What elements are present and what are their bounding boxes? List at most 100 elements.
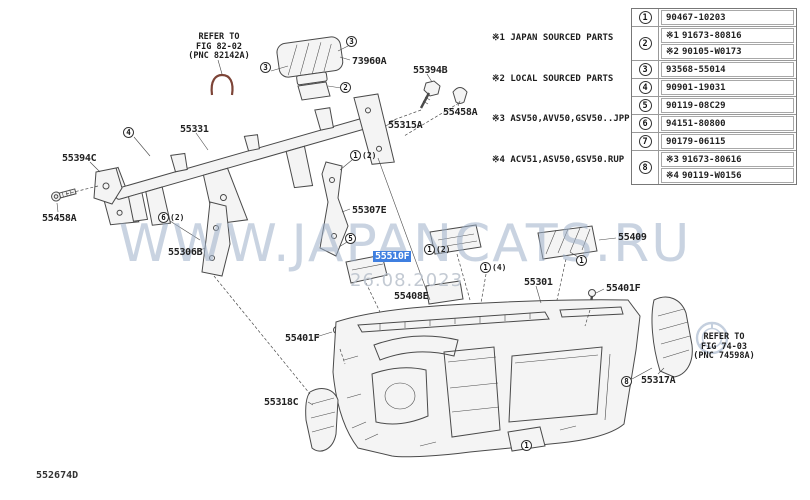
callout-number: 1 xyxy=(576,255,587,266)
legend-row: 7 90179-06115 xyxy=(632,132,796,150)
callout-qty: (4) xyxy=(492,263,507,272)
legend-number-cell: 1 xyxy=(632,9,659,26)
callout-1-d: 1 xyxy=(576,255,588,266)
callout-qty: (2) xyxy=(436,245,451,254)
callout-number: 1 xyxy=(521,440,532,451)
callout-1-e: 1 xyxy=(521,440,533,451)
callout-number: 1 xyxy=(424,244,435,255)
bolt-55394b-drawing xyxy=(419,80,441,109)
part-label-55408e[interactable]: 55408E xyxy=(394,291,429,302)
callout-1-c: 1(4) xyxy=(480,262,506,273)
legend-part-number: 90467-10203 xyxy=(661,10,794,25)
callout-number: 1 xyxy=(480,262,491,273)
speaker-panel-drawing xyxy=(537,225,598,260)
refer-line: REFER TO xyxy=(703,332,745,342)
legend-number-cell: 7 xyxy=(632,133,659,150)
bracket-55394c-drawing xyxy=(93,167,123,205)
callout-number: 6 xyxy=(158,212,169,223)
bracket-55307e-drawing xyxy=(319,161,349,257)
callout-number: 1 xyxy=(350,150,361,161)
callout-6: 6(2) xyxy=(158,212,184,223)
legend-callout-number: 3 xyxy=(638,63,652,76)
legend-number-cell: 5 xyxy=(632,97,659,114)
bracket-55306b-drawing xyxy=(201,201,231,277)
callout-number: 3 xyxy=(260,62,271,73)
part-label-55315a[interactable]: 55315A xyxy=(388,120,423,131)
note-line: ※2 LOCAL SOURCED PARTS xyxy=(492,73,614,84)
watermark-logo-icon xyxy=(695,321,729,355)
legend-part-number: 93568-55014 xyxy=(661,62,794,77)
legend-number-cell: 3 xyxy=(632,61,659,78)
part-label-73960a[interactable]: 73960A xyxy=(352,56,387,67)
callout-4: 4 xyxy=(123,127,135,138)
part-label-55409[interactable]: 55409 xyxy=(618,232,647,243)
watermark-date: 26.08.2023 xyxy=(350,270,464,291)
part-label-55458a-right[interactable]: 55458A xyxy=(443,107,478,118)
legend-row: 6 94151-80800 xyxy=(632,114,796,132)
callout-number: 3 xyxy=(346,36,357,47)
legend-number-cell: 4 xyxy=(632,79,659,96)
part-label-55458a-left[interactable]: 55458A xyxy=(42,213,77,224)
callout-1-a: 1(2) xyxy=(350,150,376,161)
assembly-axis-lines xyxy=(65,102,591,395)
part-label-55318c[interactable]: 55318C xyxy=(264,397,299,408)
legend-part-number: 90179-06115 xyxy=(661,134,794,149)
callout-5: 5 xyxy=(345,233,357,244)
part-label-55306b[interactable]: 55306B xyxy=(168,247,203,258)
refer-line: FIG 74-03 xyxy=(700,341,748,352)
refer-line: FIG 82-02 xyxy=(195,41,243,52)
callout-1-b: 1(2) xyxy=(424,244,450,255)
leader-lines xyxy=(56,45,665,406)
refer-note-bottom: REFER TO FIG 74-03 (PNC 74598A) xyxy=(688,332,760,362)
part-label-55510f-selected[interactable]: 55510F xyxy=(373,251,412,262)
part-label-55401f-left[interactable]: 55401F xyxy=(285,333,320,344)
part-label-55394b[interactable]: 55394B xyxy=(413,65,448,76)
callout-number: 5 xyxy=(345,233,356,244)
airbag-module-drawing xyxy=(276,36,344,86)
note-line: ※1 JAPAN SOURCED PARTS xyxy=(492,33,614,43)
part-label-55331[interactable]: 55331 xyxy=(180,124,209,135)
legend-callout-number: 4 xyxy=(638,81,652,94)
callout-8: 8 xyxy=(621,376,633,387)
screw-55458a-left-drawing xyxy=(51,188,77,202)
part-label-55301[interactable]: 55301 xyxy=(524,277,553,288)
legend-row: 1 90467-10203 xyxy=(632,9,796,26)
legend-row: 5 90119-08C29 xyxy=(632,96,796,114)
note-line: ※4 ACV51,ASV50,GSV50.RUP xyxy=(492,154,625,165)
legend-number-cell: 8 xyxy=(632,151,659,184)
airbag-bracket-drawing xyxy=(297,81,331,101)
instrument-panel-drawing xyxy=(332,299,641,458)
refer-line: REFER TO xyxy=(198,32,240,42)
part-label-55307e[interactable]: 55307E xyxy=(352,205,387,216)
legend-part-number: 90901-19031 xyxy=(661,80,794,95)
legend-callout-number: 7 xyxy=(638,135,652,148)
part-label-55394c[interactable]: 55394C xyxy=(62,153,97,164)
callout-3-b: 3 xyxy=(346,36,358,47)
watermark-text: WWW.JAPANCATS.RU xyxy=(118,214,692,274)
refer-line: (PNC 74598A) xyxy=(693,351,755,361)
legend-callout-number: 1 xyxy=(638,11,652,24)
part-label-55317a[interactable]: 55317A xyxy=(641,375,676,386)
refer-line: (PNC 82142A) xyxy=(188,51,250,61)
legend-part-number: 94151-80800 xyxy=(661,116,794,131)
legend-callout-number: 6 xyxy=(638,117,652,130)
callout-qty: (2) xyxy=(170,213,185,222)
callout-number: 4 xyxy=(123,127,134,138)
note-line: ※3 ASV50,AVV50,GSV50..JPP xyxy=(492,114,630,124)
side-panel-55317a-drawing xyxy=(651,296,693,378)
crossbar-drawing xyxy=(96,93,395,226)
callout-qty: (2) xyxy=(362,151,377,160)
panel-55408e-drawing xyxy=(425,280,464,305)
diagram-sheet-code: 552674D xyxy=(36,470,79,481)
side-panel-55318c-drawing xyxy=(305,388,339,452)
part-label-55401f-right[interactable]: 55401F xyxy=(606,283,641,294)
callout-2: 2 xyxy=(340,82,352,93)
legend-row: 3 93568-55014 xyxy=(632,60,796,78)
